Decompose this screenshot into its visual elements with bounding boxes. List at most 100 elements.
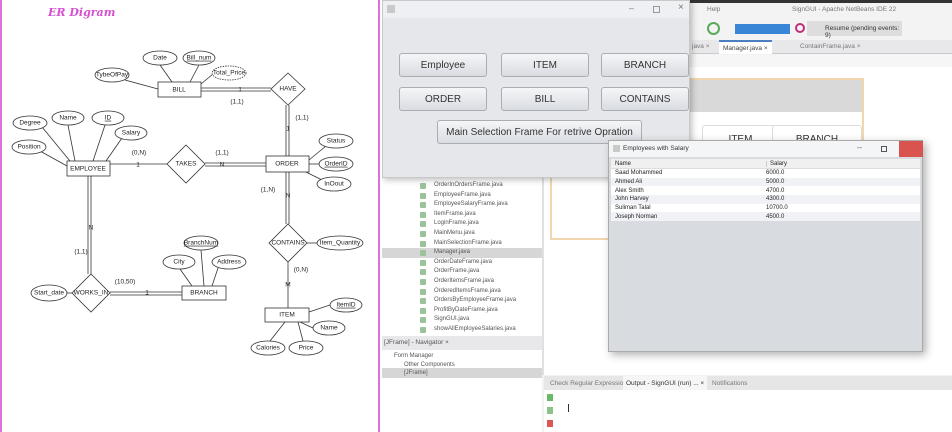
nav-other-components[interactable]: Other Components xyxy=(404,362,455,368)
card-takes-order: (1,1) xyxy=(215,150,228,157)
rel-contains: CONTAINS xyxy=(271,240,305,247)
tab-notifications[interactable]: Notifications xyxy=(712,380,748,387)
column-header-salary[interactable]: Salary xyxy=(766,160,787,167)
salary-window-title: Employees with Salary xyxy=(623,145,689,152)
project-file[interactable]: Manager.java xyxy=(382,248,542,258)
attr-calories: Calories xyxy=(256,345,281,352)
attr-address: Address xyxy=(217,259,242,266)
minimize-icon[interactable]: – xyxy=(629,3,635,13)
project-file[interactable]: MainSelectionFrame.java xyxy=(382,239,542,249)
text-cursor xyxy=(568,404,569,412)
maximize-icon[interactable] xyxy=(653,6,660,13)
tab-manager[interactable]: Manager.java × xyxy=(719,40,772,54)
project-file[interactable]: OrderedItemsFrame.java xyxy=(382,287,542,297)
er-diagram: BILL EMPLOYEE ORDER ITEM BRANCH HAVE TAK… xyxy=(11,50,364,356)
attr-degree: Degree xyxy=(19,120,41,127)
order-button[interactable]: ORDER xyxy=(399,87,487,111)
salary-cell: 6000.0 xyxy=(766,170,785,177)
menu-help[interactable]: Help xyxy=(707,6,721,13)
java-icon xyxy=(387,5,395,13)
memory-indicator[interactable] xyxy=(735,24,790,34)
name-cell: Suliman Talal xyxy=(615,205,651,212)
stop-icon[interactable] xyxy=(547,420,553,427)
attr-item-quantity: Item_Quantity xyxy=(320,240,361,247)
project-file[interactable]: EmployeeFrame.java xyxy=(382,191,542,201)
table-header: Name Salary xyxy=(611,159,920,169)
project-file[interactable]: OrdersByEmployeeFrame.java xyxy=(382,296,542,306)
output-tabs: Check Regular Expression Output - SignGU… xyxy=(544,376,952,390)
card-bill-have: (1,1) xyxy=(230,99,243,106)
card-n: N xyxy=(286,193,291,200)
item-button[interactable]: ITEM xyxy=(501,53,589,77)
project-file[interactable]: ItemFrame.java xyxy=(382,210,542,220)
resume-button[interactable]: Resume (pending events: 9) xyxy=(807,21,902,39)
main-selection-button[interactable]: Main Selection Frame For retrive Opratio… xyxy=(437,120,642,144)
nav-form-manager[interactable]: Form Manager xyxy=(394,353,434,359)
output-console[interactable] xyxy=(544,390,952,432)
name-cell: John Harvey xyxy=(615,196,649,203)
main-frame-titlebar: – × xyxy=(383,1,689,18)
nav-jframe[interactable]: [JFrame] xyxy=(382,368,542,378)
netbeans-ide: Help SignGUI - Apache NetBeans IDE 22 Re… xyxy=(382,0,952,432)
close-button[interactable] xyxy=(899,141,923,157)
card-one: 1 xyxy=(238,87,242,94)
card-emp-works: (1,1) xyxy=(74,249,87,256)
tab-previous[interactable]: java × xyxy=(692,43,710,50)
project-file[interactable]: showAllEmployeeSalaries.java xyxy=(382,325,542,335)
rerun-icon[interactable] xyxy=(547,394,553,401)
attr-start-date: Start_date xyxy=(34,290,64,297)
name-cell: Joseph Norman xyxy=(615,213,658,220)
navigator-title[interactable]: [JFrame] - Navigator × xyxy=(382,336,542,350)
maximize-icon[interactable] xyxy=(881,146,887,152)
attr-total-price: Total_Price xyxy=(213,70,246,77)
attr-position: Position xyxy=(17,144,41,151)
card-emp-takes: (0,N) xyxy=(132,150,146,157)
rerun-icon[interactable] xyxy=(547,407,553,414)
er-title: ER Digram xyxy=(48,6,116,19)
minimize-icon[interactable]: – xyxy=(857,142,863,152)
card-have-order: (1,1) xyxy=(295,115,308,122)
column-header-name[interactable]: Name xyxy=(615,160,632,167)
card-contains-item: (0,N) xyxy=(294,267,308,274)
run-icon[interactable] xyxy=(707,22,720,35)
card-one: 1 xyxy=(286,126,290,133)
project-file[interactable]: SignGUI.java xyxy=(382,315,542,325)
project-file[interactable]: OrderFrame.java xyxy=(382,267,542,277)
design-toolbar xyxy=(692,55,952,67)
attr-emp-name: Name xyxy=(59,115,77,122)
tab-containframe[interactable]: ContainFrame.java × xyxy=(800,43,861,50)
bill-button[interactable]: BILL xyxy=(501,87,589,111)
close-icon[interactable]: × xyxy=(678,2,684,13)
employee-button[interactable]: Employee xyxy=(399,53,487,77)
project-file[interactable]: OrderDateFrame.java xyxy=(382,258,542,268)
rel-have: HAVE xyxy=(279,86,297,93)
branch-button[interactable]: BRANCH xyxy=(601,53,689,77)
gc-icon[interactable] xyxy=(795,23,805,33)
project-file[interactable]: MainMenu.java xyxy=(382,229,542,239)
tab-check-regex[interactable]: Check Regular Expression xyxy=(550,380,627,387)
salary-cell: 5000.0 xyxy=(766,179,785,186)
project-file[interactable]: ProfitByDateFrame.java xyxy=(382,306,542,316)
table-row[interactable]: John Harvey 4300.0 xyxy=(611,195,920,204)
ide-title: SignGUI - Apache NetBeans IDE 22 xyxy=(792,6,897,13)
project-file[interactable]: EmployeeSalaryFrame.java xyxy=(382,200,542,210)
entity-order: ORDER xyxy=(275,161,299,168)
attr-id: ID xyxy=(105,115,112,122)
attr-order-id: OrderID xyxy=(324,161,347,168)
attr-bill-num: Bill_num xyxy=(187,55,212,62)
project-file[interactable]: LoginFrame.java xyxy=(382,219,542,229)
project-file[interactable]: OrderItemsFrame.java xyxy=(382,277,542,287)
project-file[interactable]: OrderInOrdersFrame.java xyxy=(382,181,542,191)
tab-output[interactable]: Output - SignGUI (run) ... × xyxy=(623,376,708,390)
card-n: N xyxy=(89,225,94,232)
contains-button[interactable]: CONTAINS xyxy=(601,87,689,111)
attr-item-id: ItemID xyxy=(336,302,355,309)
salary-titlebar: Employees with Salary – xyxy=(609,141,923,157)
salary-cell: 4300.0 xyxy=(766,196,785,203)
